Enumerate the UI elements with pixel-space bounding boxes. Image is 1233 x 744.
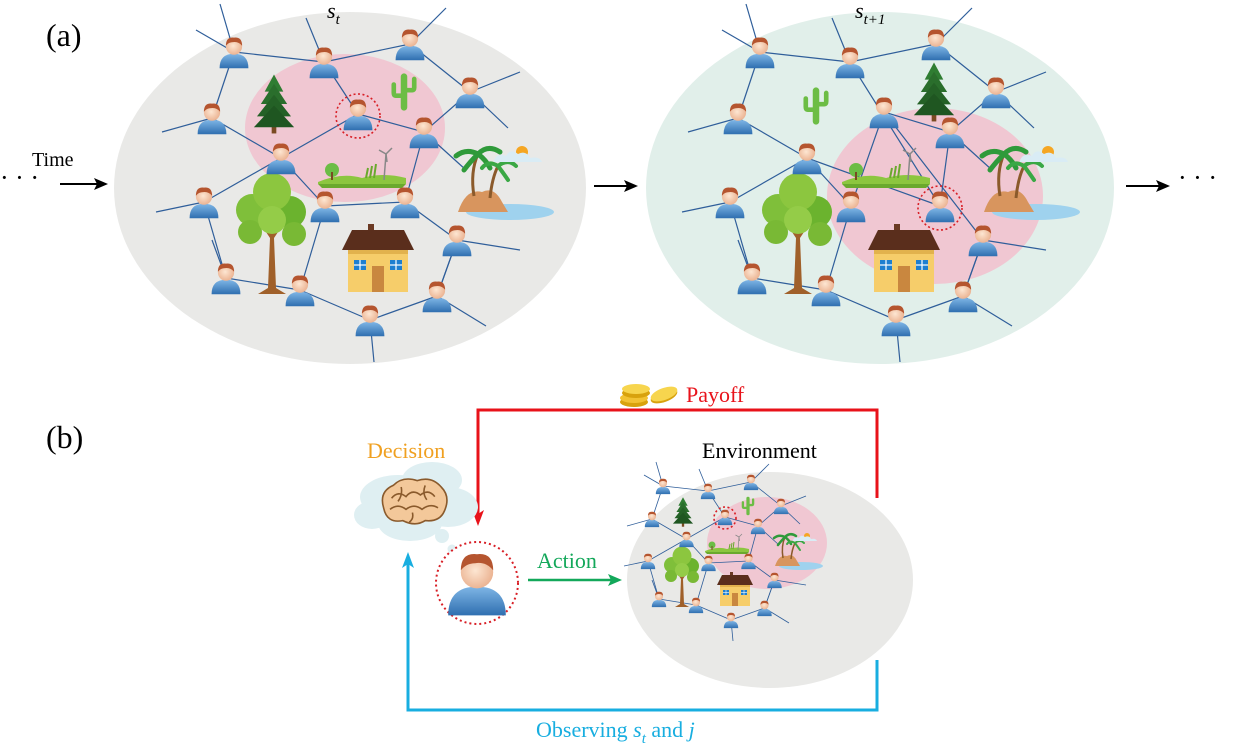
- network-edge: [724, 516, 759, 527]
- house-icon: [716, 571, 754, 607]
- house-icon: [341, 223, 415, 293]
- time-arrow: [60, 178, 108, 190]
- network-state-t-plus-1: [646, 3, 1114, 364]
- network-state-t: [114, 3, 586, 364]
- time-label: Time: [32, 149, 74, 171]
- observing-label: Observing st and j: [536, 717, 695, 744]
- target-agent-ring: [917, 185, 963, 231]
- network-edge: [751, 277, 827, 291]
- network-edge: [662, 485, 709, 492]
- network-edge: [708, 560, 749, 564]
- network-edge: [681, 201, 731, 213]
- network-edge: [730, 607, 765, 621]
- brain-icon: [381, 478, 448, 525]
- network-edge: [155, 201, 205, 213]
- panel-a-label: (a): [46, 17, 82, 53]
- ellipsis-left: · · ·: [0, 163, 39, 192]
- coins-icon: [620, 383, 680, 407]
- action-arrow: [528, 574, 622, 586]
- decision-agent: [435, 541, 519, 625]
- network-edge: [825, 289, 897, 321]
- network-edge: [161, 117, 213, 133]
- panel-b-label: (b): [46, 419, 83, 455]
- environment-label: Environment: [702, 438, 817, 463]
- network-edge: [280, 113, 359, 159]
- network-edge: [324, 201, 406, 207]
- network-edge: [456, 239, 521, 251]
- network-edge: [895, 295, 964, 321]
- transition-arrow-middle: [594, 180, 638, 192]
- decision-label: Decision: [367, 438, 445, 463]
- network-edge: [626, 518, 653, 527]
- network-edge: [883, 111, 984, 241]
- state-label-t-plus-1: st+1: [855, 0, 885, 28]
- network-edge: [369, 295, 438, 321]
- transition-arrow-right: [1126, 180, 1170, 192]
- target-agent-ring: [713, 506, 737, 530]
- network-edge: [883, 111, 951, 133]
- network-edge: [729, 157, 808, 203]
- environment-network: [623, 461, 913, 688]
- network-edge: [849, 43, 937, 63]
- network-edge: [323, 43, 411, 63]
- network-edge: [203, 157, 282, 203]
- network-edge: [299, 289, 371, 321]
- network-edge: [982, 239, 1047, 251]
- network-edge: [658, 598, 697, 606]
- network-edge: [687, 117, 739, 133]
- network-edge: [774, 579, 807, 586]
- network-edge: [225, 277, 301, 291]
- network-edge: [780, 495, 807, 507]
- network-edge: [759, 51, 851, 63]
- network-edge: [707, 481, 752, 492]
- observing-loop: [402, 552, 879, 712]
- ellipsis-right: · · ·: [1178, 163, 1217, 192]
- payoff-label: Payoff: [686, 382, 745, 407]
- network-edge: [233, 51, 325, 63]
- network-edge: [469, 71, 521, 93]
- state-label-t: st: [327, 0, 341, 28]
- network-edge: [623, 560, 649, 567]
- network-edge: [357, 113, 425, 133]
- network-edge: [647, 538, 687, 562]
- target-agent-ring: [335, 93, 381, 139]
- network-edge: [695, 604, 732, 621]
- network-edge: [995, 71, 1047, 93]
- network-edge: [686, 516, 726, 540]
- action-label: Action: [537, 548, 597, 573]
- house-icon: [867, 223, 941, 293]
